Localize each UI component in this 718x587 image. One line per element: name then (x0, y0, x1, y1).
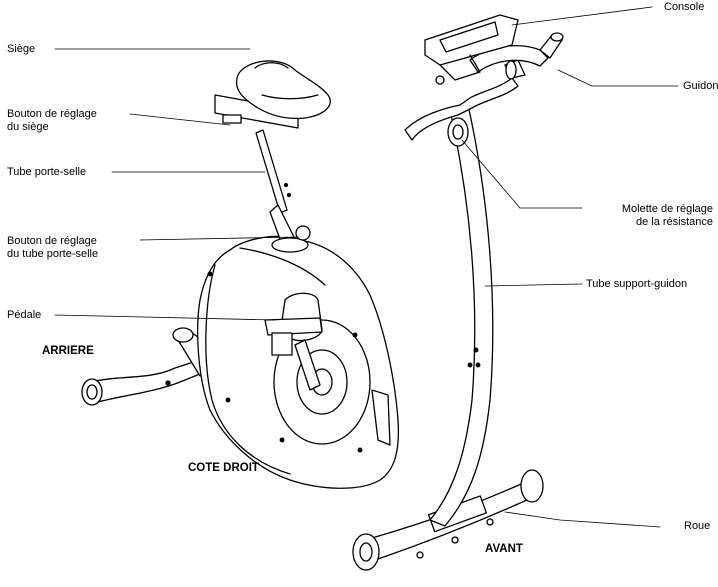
label-bouton-tube-2: du tube porte-selle (7, 248, 99, 260)
label-molette-1: Molette de réglage (621, 203, 713, 215)
label-pedale: Pédale (7, 309, 42, 321)
label-bouton-siege-1: Bouton de réglage (7, 108, 97, 120)
console (424, 14, 519, 81)
label-tube-porte-selle: Tube porte-selle (7, 166, 87, 178)
label-tube-support-guidon: Tube support-guidon (586, 278, 688, 290)
label-bouton-siege-2: du siège (7, 121, 49, 133)
pedal-assembly (264, 292, 323, 391)
label-avant: AVANT (485, 543, 523, 555)
label-roue: Roue (684, 520, 711, 532)
label-guidon: Guidon (683, 80, 718, 92)
label-cote-droit: COTE DROIT (188, 462, 259, 474)
handlebar-support-tube (429, 104, 494, 527)
label-arriere: ARRIERE (42, 345, 94, 357)
seat-post (255, 129, 311, 253)
label-molette-2: de la résistance (635, 216, 713, 228)
leader-lines (54, 6, 679, 528)
rear-stabilizer (81, 327, 211, 406)
seat (214, 60, 331, 129)
label-siege: Siège (7, 43, 36, 55)
label-bouton-tube-1: Bouton de réglage (7, 235, 97, 247)
handlebars (404, 32, 564, 147)
label-console: Console (664, 1, 705, 13)
flywheel-shroud (197, 235, 400, 489)
